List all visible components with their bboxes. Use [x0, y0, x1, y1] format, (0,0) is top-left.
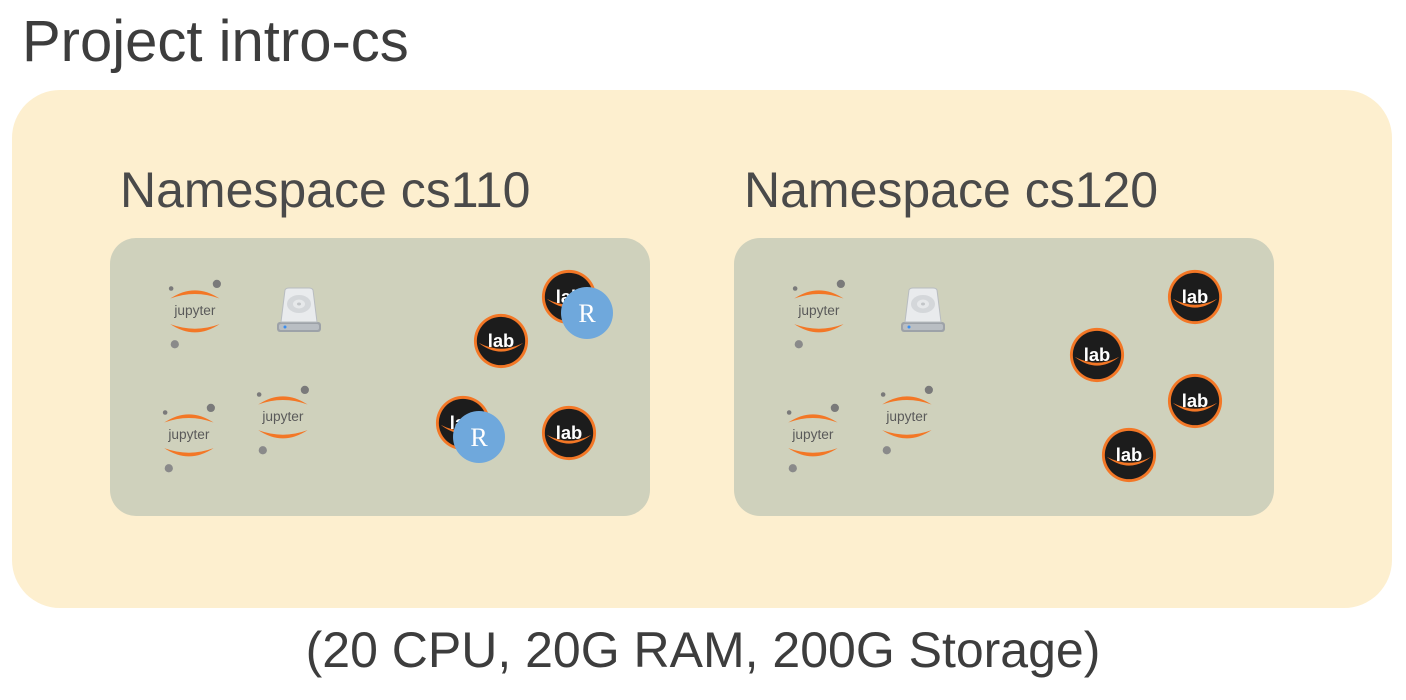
jupyter-icon: [874, 384, 938, 458]
namespace-box-cs110: [110, 238, 650, 516]
jupyter-icon: [780, 402, 844, 476]
storage-drive-icon: [272, 286, 326, 336]
jupyterlab-icon: [1068, 326, 1126, 384]
jupyter-icon: [156, 402, 220, 476]
storage-drive-icon: [896, 286, 950, 336]
namespace-label-cs120: Namespace cs120: [744, 162, 1159, 218]
r-badge-icon: [452, 410, 506, 464]
jupyterlab-icon: [1166, 372, 1224, 430]
jupyter-icon: [786, 278, 850, 352]
jupyterlab-icon: [1166, 268, 1224, 326]
jupyterlab-icon: [1100, 426, 1158, 484]
page-title: Project intro-cs: [22, 9, 409, 74]
jupyter-icon: [162, 278, 226, 352]
project-resources-label: (20 CPU, 20G RAM, 200G Storage): [305, 622, 1101, 678]
jupyter-icon: [250, 384, 314, 458]
namespace-box-cs120: [734, 238, 1274, 516]
jupyterlab-icon: [540, 404, 598, 462]
r-badge-icon: [560, 286, 614, 340]
namespace-label-cs110: Namespace cs110: [120, 162, 531, 218]
jupyterlab-icon: [472, 312, 530, 370]
